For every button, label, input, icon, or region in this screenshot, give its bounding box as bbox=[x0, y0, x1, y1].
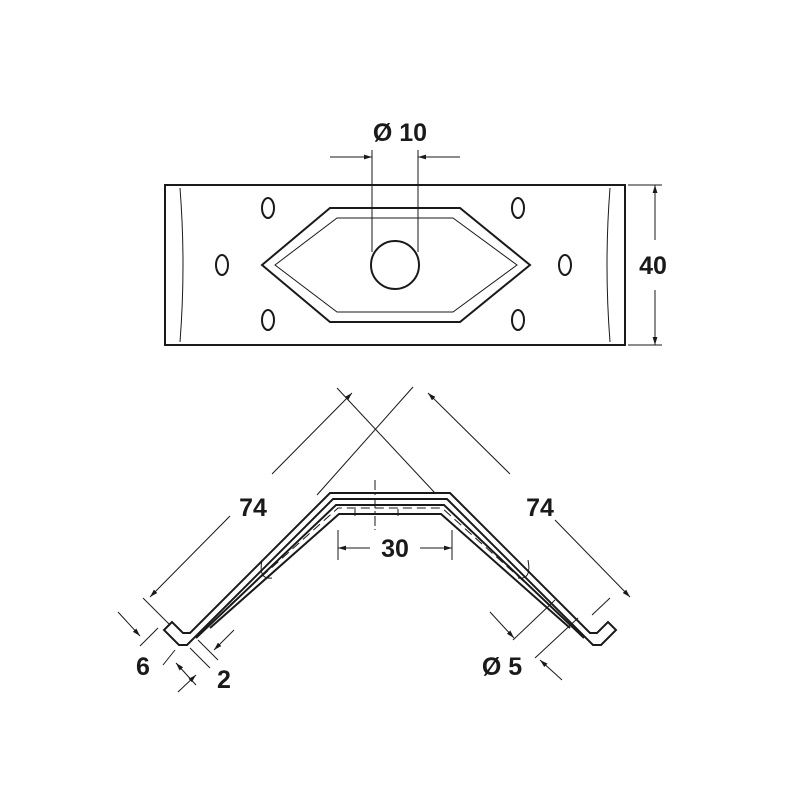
lip-dimension: 6 bbox=[117, 611, 197, 686]
lip-label: 6 bbox=[136, 653, 150, 681]
screw-hole-dimension: Ø 5 bbox=[482, 599, 579, 681]
left-leg-label: 74 bbox=[239, 494, 267, 522]
screw-holes bbox=[215, 197, 572, 331]
thickness-label: 2 bbox=[217, 666, 231, 694]
raised-embossment bbox=[260, 207, 532, 323]
left-leg-dimension: 74 bbox=[142, 387, 436, 626]
thickness-dimension: 2 bbox=[177, 629, 235, 694]
right-leg-dimension: 74 bbox=[316, 386, 631, 616]
height-dimension: 40 bbox=[628, 184, 667, 346]
top-view-plate bbox=[164, 184, 626, 346]
center-hole bbox=[370, 240, 420, 290]
height-label: 40 bbox=[639, 252, 667, 280]
screw-hole-label: Ø 5 bbox=[482, 653, 522, 681]
hole-diameter-label: Ø 10 bbox=[373, 119, 427, 147]
side-view-bracket bbox=[162, 480, 618, 646]
flat-width-label: 30 bbox=[381, 535, 409, 563]
flat-width-dimension: 30 bbox=[337, 530, 453, 563]
right-leg-label: 74 bbox=[526, 494, 554, 522]
hole-diameter-dimension: Ø 10 bbox=[330, 119, 460, 252]
